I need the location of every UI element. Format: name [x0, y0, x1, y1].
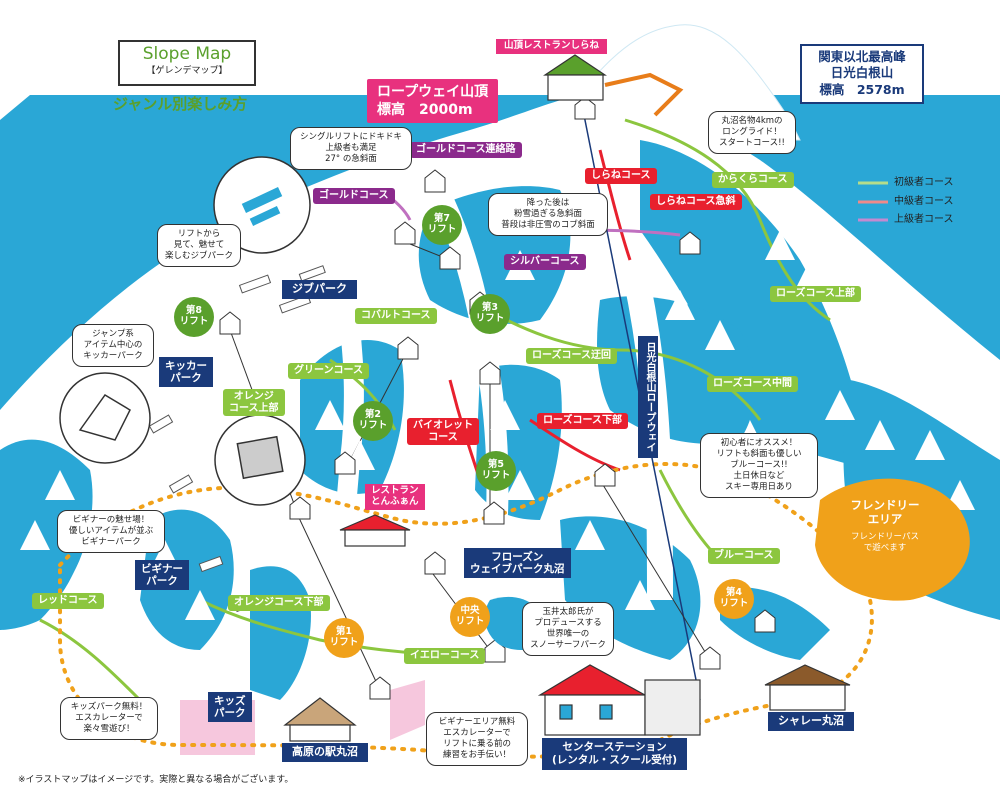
footnote: ※イラストマップはイメージです。実際と異なる場合がございます。	[18, 775, 294, 785]
lift-8: 第8 リフト	[174, 297, 214, 337]
course-shirane: しらねコース	[585, 168, 657, 184]
bubble-beginner-park: ビギナーの魅せ場！ 優しいアイテムが並ぶ ビギナーパーク	[57, 510, 165, 554]
peak-elevation: 標高 2578m	[819, 81, 905, 97]
friendly-area-disk	[815, 478, 970, 601]
course-yellow: イエローコース	[404, 648, 486, 664]
course-rose-detour: ローズコース迂回	[526, 348, 617, 364]
course-orange-lower: オレンジコース下部	[228, 595, 330, 611]
course-cobalt: コバルトコース	[355, 308, 437, 324]
facility-center-station: センターステーション (レンタル・スクール受付)	[542, 738, 688, 771]
park-kicker: キッカー パーク	[159, 357, 213, 388]
course-blue: ブルーコース	[708, 548, 780, 564]
course-gold-connector: ゴールドコース連絡路	[410, 142, 522, 158]
course-rose-lower: ローズコース下部	[537, 413, 628, 429]
ropeway-name: 日光白根山ロープウェイ	[638, 336, 658, 458]
bubble-powder: 降った後は 粉雪過ぎる急斜面 普段は非圧雪のコブ斜面	[488, 193, 608, 237]
lift-4: 第4 リフト	[714, 579, 754, 619]
course-silver: シルバーコース	[504, 254, 586, 270]
park-jib: ジブパーク	[282, 280, 357, 299]
legend-intermediate: 中級者コース	[894, 196, 954, 207]
bubble-beginner-area: ビギナーエリア無料 エスカレーターで リフトに乗る前の 練習をお手伝い！	[426, 712, 528, 767]
legend-beginner: 初級者コース	[894, 177, 954, 188]
course-shirane-steep: しらねコース急斜	[650, 194, 742, 210]
bubble-jib-watch: リフトから 見て、魅せて 楽しむジブパーク	[157, 224, 241, 268]
course-gold: ゴールドコース	[313, 188, 395, 204]
genre-heading: ジャンル別楽しみ方	[113, 95, 248, 113]
bubble-beginner-recommend: 初心者にオススメ！ リフトも斜面も優しい ブルーコース!! 土日休日など スキー…	[700, 433, 818, 499]
bubble-single-lift: シングルリフトにドキドキ 上級者も満足 27° の急斜面	[290, 127, 412, 171]
course-green: グリーンコース	[288, 363, 369, 379]
bubble-course-4km: 丸沼名物4kmの ロングライド！ スタートコース!!	[708, 111, 796, 155]
park-kids: キッズ パーク	[208, 692, 252, 723]
map-title: Slope Map	[142, 44, 232, 64]
legend-advanced: 上級者コース	[894, 214, 954, 225]
peak-info: 関東以北最高峰 日光白根山 標高 2578m	[800, 44, 924, 104]
summit-restaurant-label: 山頂レストランしらね	[496, 39, 608, 54]
friendly-area-title: フレンドリー エリア	[850, 498, 920, 527]
ropeway-top-name: ロープウェイ山頂	[377, 84, 489, 100]
park-frozen-wave: フローズン ウェイブパーク丸沼	[464, 548, 571, 579]
lift-central: 中央 リフト	[450, 597, 490, 637]
course-red: レッドコース	[32, 593, 104, 609]
course-karakura: からくらコース	[712, 172, 794, 188]
bubble-tamai: 玉井太郎氏が プロデュースする 世界唯一の スノーサーフパーク	[522, 602, 614, 657]
course-orange-upper: オレンジ コース上部	[223, 389, 285, 416]
facility-chalet: シャレー丸沼	[768, 712, 854, 731]
map-subtitle: 【ゲレンデマップ】	[146, 65, 228, 76]
summit-restaurant-building	[543, 54, 684, 117]
lift-2: 第2 リフト	[353, 401, 393, 441]
course-violet: バイオレット コース	[407, 418, 479, 445]
bubble-kids-free: キッズパーク無料！ エスカレーターで 楽々雪遊び！	[60, 697, 158, 741]
lift-5: 第5 リフト	[476, 451, 516, 491]
tonfuan-building	[339, 514, 411, 547]
peak-name: 日光白根山	[830, 65, 894, 81]
center-station-building	[537, 664, 701, 736]
course-rose-upper: ローズコース上部	[770, 286, 861, 302]
facility-kogen-station: 高原の駅丸沼	[282, 743, 368, 762]
park-beginner: ビギナー パーク	[135, 560, 189, 591]
friendly-area-subtitle: フレンドリーパス で遊べます	[851, 532, 919, 553]
beginner-zone	[390, 680, 425, 740]
title-box: Slope Map 【ゲレンデマップ】	[118, 40, 256, 86]
peak-tagline: 関東以北最高峰	[818, 49, 906, 64]
facility-restaurant-tonfuan: レストラン とんふぁん	[365, 484, 425, 510]
kogen-station-building	[283, 697, 357, 742]
lift-7: 第7 リフト	[422, 205, 462, 245]
lift-1: 第1 リフト	[324, 618, 364, 658]
ropeway-top-elevation: 標高 2000m	[377, 102, 473, 119]
lift-3: 第3 リフト	[470, 294, 510, 334]
course-rose-middle: ローズコース中間	[707, 376, 798, 392]
chalet-building	[764, 664, 851, 711]
ropeway-top-label: ロープウェイ山頂 標高 2000m	[367, 79, 499, 124]
bubble-kicker-info: ジャンプ系 アイテム中心の キッカーパーク	[72, 324, 154, 368]
